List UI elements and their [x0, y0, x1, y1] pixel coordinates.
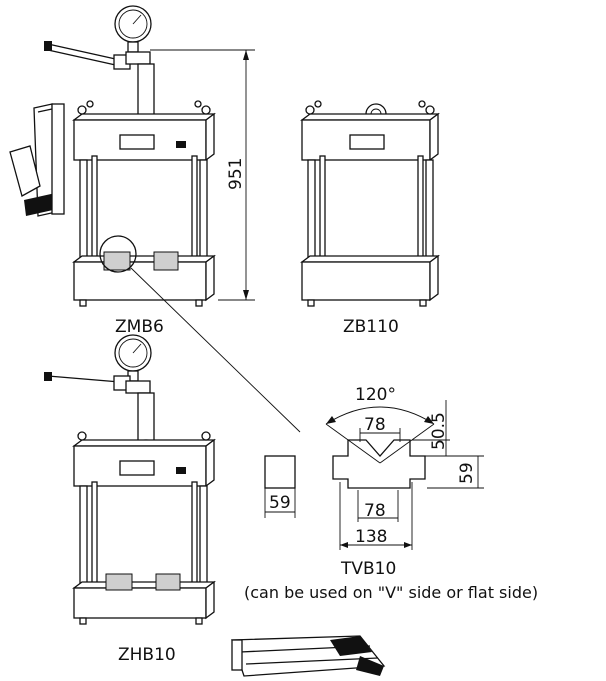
block-side-view: 59: [264, 455, 296, 518]
hydraulic-hose-icon: [44, 41, 131, 70]
zb110-label: ZB110: [343, 317, 399, 337]
v-depth-value: 50.5: [429, 412, 449, 450]
zhb10-press: [44, 334, 216, 625]
v-top-width-value: 78: [364, 415, 386, 435]
block-height-value: 59: [457, 462, 477, 484]
zmb6-label: ZMB6: [115, 317, 164, 337]
block-front-view: 120° 78 50.5 59 78 138: [325, 385, 484, 550]
detail-leader-line: [130, 267, 301, 433]
pressure-gauge-icon: [114, 5, 152, 53]
tvb10-note: (can be used on "V" side or flat side): [244, 583, 538, 602]
zb110-frame: [300, 100, 440, 307]
foot-pump-icon: [231, 635, 386, 677]
hand-pump-icon: [9, 103, 65, 217]
zhb10-label: ZHB10: [118, 645, 176, 665]
zmb6-press: [44, 5, 216, 307]
height-dimension: 951: [150, 49, 255, 301]
height-dimension-value: 951: [226, 158, 246, 190]
base-width-value: 78: [364, 501, 386, 521]
pressure-gauge-icon: [114, 334, 152, 382]
tvb10-label: TVB10: [340, 559, 396, 579]
overall-width-value: 138: [355, 527, 387, 547]
angle-value: 120°: [355, 385, 396, 405]
block-side-width-value: 59: [269, 493, 291, 513]
hydraulic-hose-icon: [44, 372, 131, 391]
